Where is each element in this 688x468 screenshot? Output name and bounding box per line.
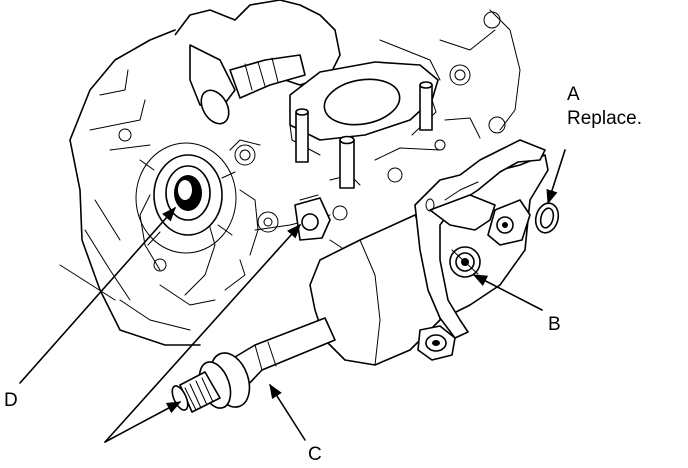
label-b-letter: B	[548, 314, 561, 335]
leader-shaft-end-2	[104, 223, 301, 443]
o-ring	[534, 202, 560, 234]
mounting-bracket	[289, 61, 439, 189]
leader-d	[19, 206, 176, 384]
label-a-letter: A	[567, 84, 580, 105]
leader-c	[269, 383, 306, 441]
label-c-letter: C	[308, 444, 322, 465]
oil-seal	[135, 142, 237, 254]
leader-shaft-end-1	[104, 401, 182, 443]
hose-fitting	[174, 0, 341, 125]
heat-shield	[309, 139, 549, 366]
label-a-note: Replace.	[567, 108, 642, 129]
leader-b	[472, 274, 543, 311]
label-d-letter: D	[4, 390, 18, 411]
leader-lines	[19, 149, 566, 443]
intermediate-shaft	[171, 317, 336, 413]
vss-boss	[294, 197, 331, 241]
leader-a	[546, 149, 566, 205]
